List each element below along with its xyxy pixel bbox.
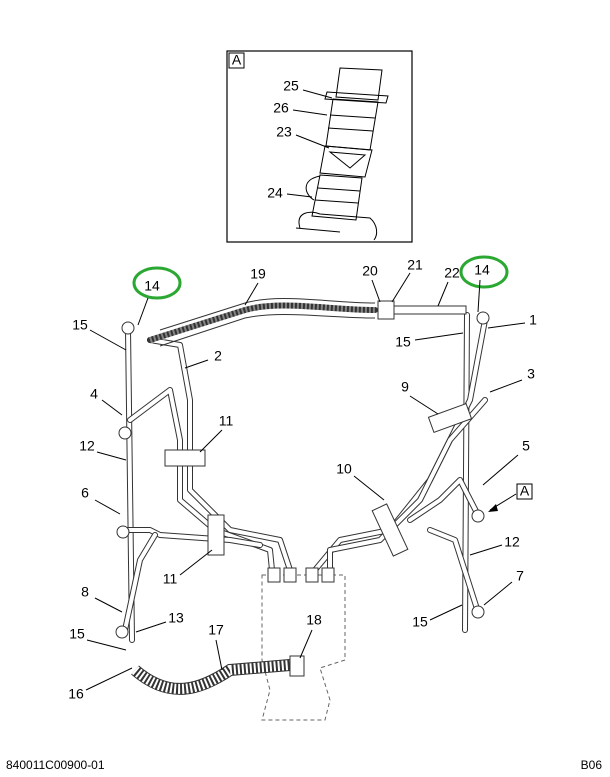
detail-inset-a: A 25 26 23 24 bbox=[226, 50, 413, 243]
callout-5: 5 bbox=[522, 438, 530, 454]
callout-2: 2 bbox=[214, 348, 222, 364]
callout-19: 19 bbox=[250, 266, 266, 282]
callout-1: 1 bbox=[529, 312, 537, 328]
detail-a-reference: A bbox=[520, 483, 530, 499]
callout-14: 14 bbox=[474, 262, 490, 278]
callout-15: 15 bbox=[69, 626, 85, 642]
callout-7: 7 bbox=[516, 568, 524, 584]
callout-12: 12 bbox=[79, 438, 95, 454]
callout-15: 15 bbox=[395, 334, 411, 350]
callout-8: 8 bbox=[81, 584, 89, 600]
callout-3: 3 bbox=[527, 366, 535, 382]
callout-4: 4 bbox=[90, 386, 98, 402]
callout-15: 15 bbox=[72, 317, 88, 333]
callout-15: 15 bbox=[412, 614, 428, 630]
callout-11: 11 bbox=[219, 413, 234, 429]
callout-23: 23 bbox=[276, 124, 292, 140]
callout-16: 16 bbox=[68, 686, 84, 702]
callout-20: 20 bbox=[362, 263, 378, 279]
fitting-drawing bbox=[295, 67, 389, 241]
callout-22: 22 bbox=[444, 265, 460, 281]
inset-label: A bbox=[232, 52, 242, 68]
highlight-circle-14-left bbox=[132, 266, 182, 300]
callout-25: 25 bbox=[283, 78, 299, 94]
callout-13: 13 bbox=[168, 610, 184, 626]
callout-21: 21 bbox=[407, 257, 423, 273]
callout-14: 14 bbox=[144, 278, 160, 294]
drawing-number: 840011C00900-01 bbox=[6, 758, 105, 772]
callout-24: 24 bbox=[267, 185, 283, 201]
callouts: 14 19 20 21 22 14 15 2 1 15 3 4 9 11 12 … bbox=[68, 257, 537, 702]
highlight-circle-14-right bbox=[459, 255, 509, 289]
callout-26: 26 bbox=[273, 100, 289, 116]
callout-11: 11 bbox=[163, 571, 178, 587]
callout-18: 18 bbox=[306, 612, 322, 628]
callout-17: 17 bbox=[208, 622, 224, 638]
callout-10: 10 bbox=[336, 461, 352, 477]
callout-12: 12 bbox=[504, 534, 520, 550]
fuel-lines bbox=[115, 298, 490, 695]
page-code: B06 bbox=[580, 758, 602, 772]
callout-9: 9 bbox=[401, 379, 409, 395]
callout-6: 6 bbox=[81, 485, 89, 501]
